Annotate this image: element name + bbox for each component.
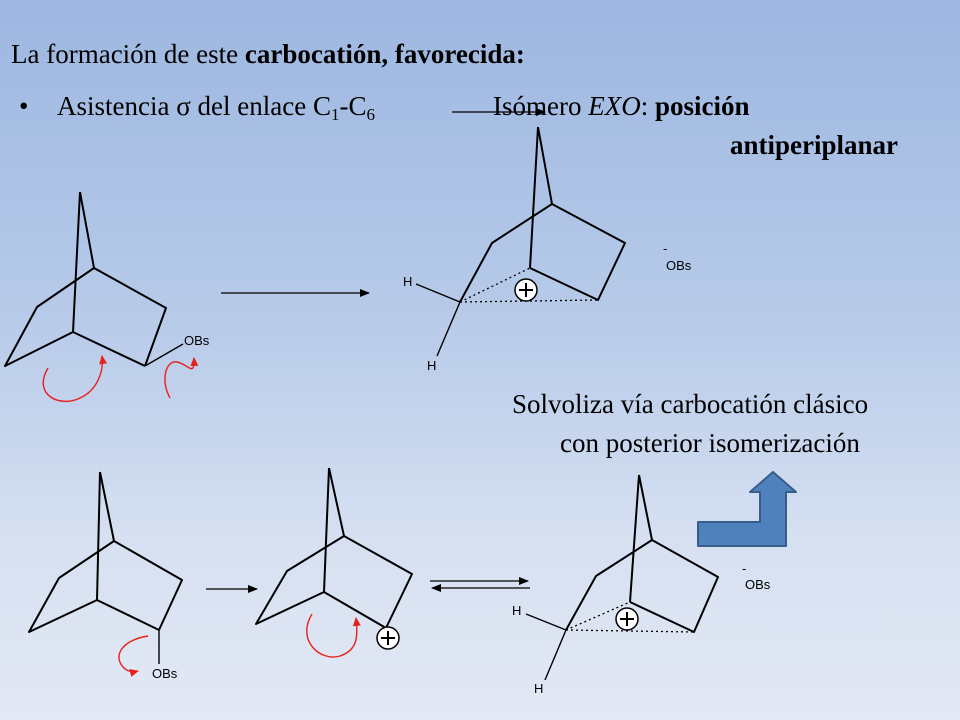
h-label-4: H bbox=[534, 681, 543, 696]
obs-label-2: OBs bbox=[152, 666, 178, 681]
classical-cation-molecule bbox=[255, 467, 413, 629]
result-bold-continuation: antiperiplanar bbox=[730, 130, 899, 160]
obs-anion-label-1: OBs bbox=[666, 258, 692, 273]
red-curved-arrow-3 bbox=[118, 635, 149, 677]
bent-block-arrow bbox=[697, 471, 797, 547]
equilibrium-arrows bbox=[430, 577, 530, 592]
obs-anion-label-2: OBs bbox=[745, 577, 771, 592]
subscript-6: 6 bbox=[366, 105, 375, 124]
note-line-1: Solvoliza vía carbocatión clásico bbox=[512, 389, 869, 419]
slide-title: La formación de este carbocatión, favore… bbox=[11, 41, 525, 68]
bullet-marker: • bbox=[19, 91, 29, 121]
norbornyl-obs-molecule bbox=[4, 191, 184, 367]
plus-charge-1 bbox=[514, 278, 538, 302]
obs-label-1: OBs bbox=[184, 333, 210, 348]
partial-bonds-2 bbox=[565, 601, 695, 633]
result-bold: posición bbox=[654, 91, 750, 121]
partial-bonds-1 bbox=[459, 267, 599, 303]
note-line-2: con posterior isomerización bbox=[560, 428, 860, 458]
red-curved-arrow-4 bbox=[306, 613, 361, 658]
result-colon: : bbox=[640, 91, 655, 121]
minus-label-1: - bbox=[663, 241, 667, 256]
carbocation-exo-molecule bbox=[415, 126, 626, 357]
result-italic: EXO bbox=[588, 91, 641, 121]
red-curved-arrows-1 bbox=[42, 355, 199, 403]
title-text: La formación de este bbox=[11, 39, 245, 69]
title-bold: carbocatión, favorecida: bbox=[244, 39, 525, 69]
h-label-1: H bbox=[403, 274, 412, 289]
sigma-symbol: σ bbox=[176, 91, 191, 121]
plus-charge-3 bbox=[615, 607, 639, 631]
h-label-2: H bbox=[427, 358, 436, 373]
plus-charge-2 bbox=[376, 626, 400, 650]
h-label-3: H bbox=[512, 603, 521, 618]
minus-label-2: - bbox=[742, 561, 746, 576]
bullet-mid: del enlace C bbox=[190, 91, 331, 121]
subscript-1: 1 bbox=[330, 105, 340, 124]
bullet-dash: -C bbox=[339, 91, 367, 121]
carbocation-exo-molecule-2 bbox=[525, 474, 719, 681]
norbornyl-obs-molecule-2 bbox=[28, 471, 183, 664]
bullet-prefix: Asistencia bbox=[57, 91, 177, 121]
